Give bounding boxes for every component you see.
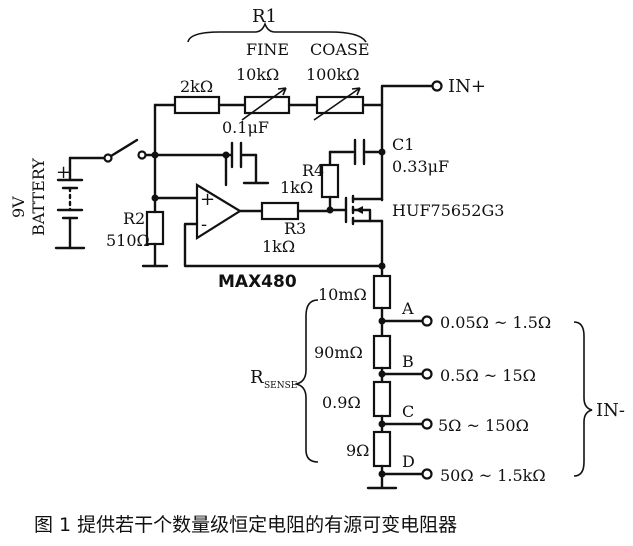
resistor-r3 xyxy=(260,201,300,221)
in-minus-brace xyxy=(573,321,593,477)
in-plus-wire xyxy=(380,84,435,107)
c1-value: 0.33μF xyxy=(392,157,449,176)
resistor-r4 xyxy=(320,163,340,199)
opamp-minus-input: - xyxy=(201,214,207,235)
tap-a-label: A xyxy=(401,299,414,318)
opamp-max480 xyxy=(195,183,243,240)
coase-arrow-icon xyxy=(313,87,361,121)
opamp-plus-input: + xyxy=(200,189,215,210)
range-c: 5Ω ~ 150Ω xyxy=(438,416,529,435)
range-a: 0.05Ω ~ 1.5Ω xyxy=(440,313,551,332)
in-minus-label: IN- xyxy=(596,400,625,421)
switch-contact-2 xyxy=(137,150,147,160)
tap-b-label: B xyxy=(402,352,414,371)
r2k-value: 2kΩ xyxy=(180,77,213,96)
r2-ground-icon xyxy=(141,196,169,268)
resistor-9ohm xyxy=(372,430,392,468)
cap01-value: 0.1μF xyxy=(222,118,269,137)
feedback-wire xyxy=(183,222,384,268)
resistor-2k xyxy=(173,95,221,115)
switch-contact-1 xyxy=(103,153,113,163)
tap-d-terminal xyxy=(421,468,433,480)
resistor-09ohm xyxy=(372,380,392,418)
resistor-10mohm xyxy=(372,274,392,310)
resistor-coase xyxy=(315,95,365,115)
range-b: 0.5Ω ~ 15Ω xyxy=(440,366,536,385)
r4-label: R4 xyxy=(302,161,324,180)
resistor-fine xyxy=(243,95,291,115)
rs4-value: 9Ω xyxy=(346,441,369,460)
cap01-ground-icon xyxy=(242,153,270,185)
r1-brace xyxy=(187,21,367,43)
c1-label: C1 xyxy=(392,135,414,154)
r3-value: 1kΩ xyxy=(262,237,295,256)
battery-plus-sign: + xyxy=(56,162,71,183)
in-plus-terminal xyxy=(431,80,443,92)
mosfet-drain-source xyxy=(351,197,384,223)
rfine-value: 10kΩ xyxy=(236,65,279,84)
capacitor-c1 xyxy=(353,138,366,166)
rsense-brace xyxy=(295,299,319,463)
resistor-90mohm xyxy=(372,334,392,370)
r2-label: R2 xyxy=(123,209,145,228)
rsense-subscript: SENSE xyxy=(264,381,297,391)
figure-caption: 图 1 提供若干个数量级恒定电阻的有源可变电阻器 xyxy=(34,514,457,536)
mosfet-label: HUF75652G3 xyxy=(392,201,504,220)
rs3-value: 0.9Ω xyxy=(322,393,361,412)
tap-c-label: C xyxy=(402,402,414,421)
r1-label: R1 xyxy=(252,6,277,27)
tap-a-terminal xyxy=(421,315,433,327)
switch-lever xyxy=(109,138,139,158)
coase-label: COASE xyxy=(310,40,370,59)
battery-label: BATTERY xyxy=(29,158,48,236)
tap-b-terminal xyxy=(421,368,433,380)
fine-arrow-icon xyxy=(241,87,287,121)
r4-value: 1kΩ xyxy=(280,178,313,197)
tap-c-terminal xyxy=(421,418,433,430)
rs2-value: 90mΩ xyxy=(314,343,363,362)
r2-value: 510Ω xyxy=(106,231,150,250)
opamp-label: MAX480 xyxy=(218,272,297,292)
r3-label: R3 xyxy=(284,219,306,238)
battery-voltage-label: 9V xyxy=(9,196,28,218)
fine-label: FINE xyxy=(246,40,289,59)
rcoase-value: 100kΩ xyxy=(306,65,360,84)
tap-d-label: D xyxy=(402,452,415,471)
range-d: 50Ω ~ 1.5kΩ xyxy=(440,466,546,485)
rsense-label: R xyxy=(250,367,264,388)
in-plus-label: IN+ xyxy=(448,76,486,97)
c1-junction xyxy=(378,148,386,156)
rs1-value: 10mΩ xyxy=(318,285,367,304)
capacitor-01uf xyxy=(224,141,258,169)
mosfet-arrow-icon xyxy=(355,206,363,214)
